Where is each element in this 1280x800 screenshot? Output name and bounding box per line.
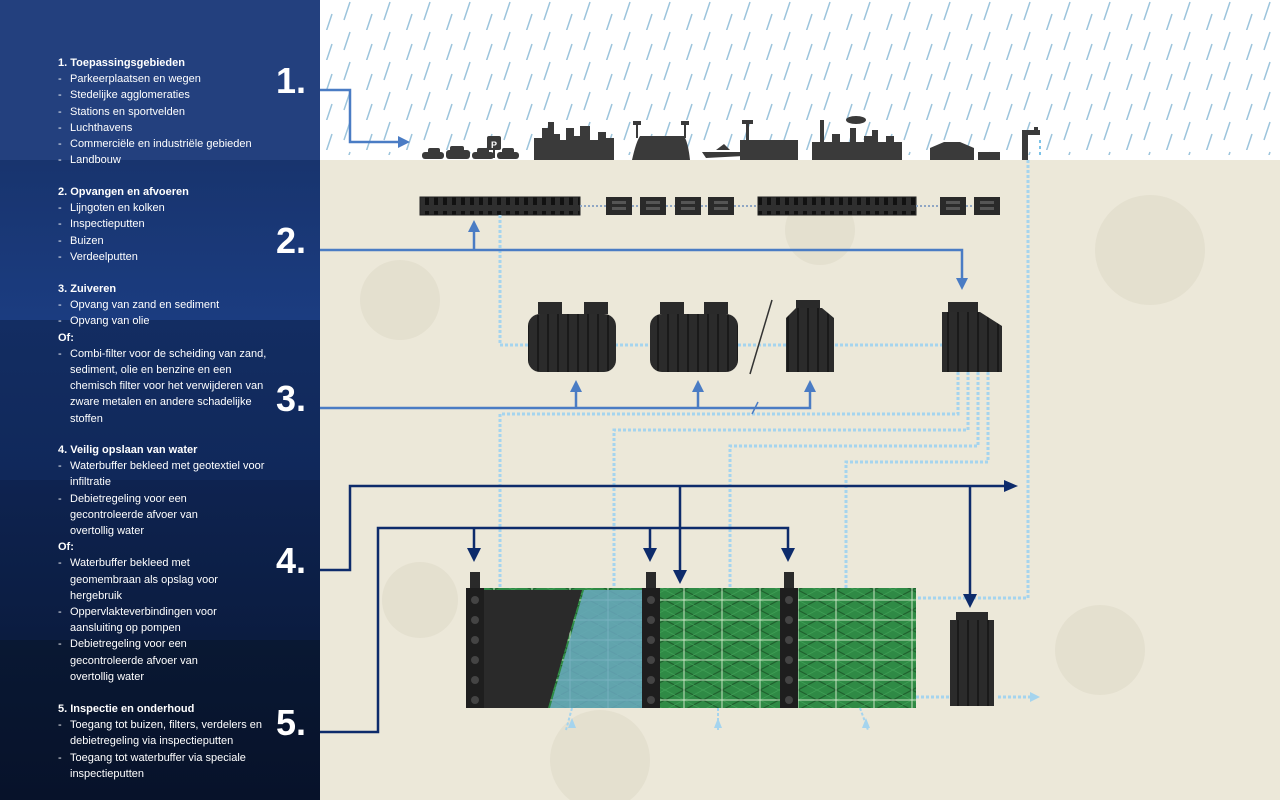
list-item: Stations en sportvelden xyxy=(58,104,318,120)
step-number-4: 4. xyxy=(276,540,307,581)
airport-icon xyxy=(702,120,798,160)
channel-drain xyxy=(757,196,917,216)
flow-lines-lower xyxy=(320,484,1006,734)
industry-icon xyxy=(812,120,902,160)
left-panel: 1. Toepassingsgebieden Parkeerplaatsen e… xyxy=(0,0,320,800)
section-5: 5. Inspectie en onderhoud Toegang tot bu… xyxy=(58,701,318,782)
inspection-riser xyxy=(784,572,794,588)
section-1: 1. Toepassingsgebieden Parkeerplaatsen e… xyxy=(58,55,318,169)
geotextile xyxy=(550,590,642,708)
combi-filter xyxy=(786,300,834,372)
list-item: Opvang van zand en sediment xyxy=(58,297,318,313)
parking-sign-icon xyxy=(487,136,501,158)
list-item: Combi-filter voor de scheiding van zand,… xyxy=(58,346,270,427)
car-icon xyxy=(422,148,444,159)
geomembrane xyxy=(484,590,582,708)
oil-separator xyxy=(650,302,738,372)
drain-row xyxy=(419,196,1000,216)
skyline xyxy=(422,116,1040,160)
list-item: Oppervlakteverbindingen voor aansluiting… xyxy=(58,604,250,636)
car-icon xyxy=(446,146,470,159)
or-label: Of: xyxy=(58,331,74,344)
list-item: Waterbuffer bekleed met geomembraan als … xyxy=(58,555,250,604)
section-4: 4. Veilig opslaan van water Waterbuffer … xyxy=(58,442,318,685)
sand-trap xyxy=(528,302,616,372)
or-label: Of: xyxy=(58,541,74,554)
list-item: Waterbuffer bekleed met geotextiel voor … xyxy=(58,458,275,490)
step-number-2: 2. xyxy=(276,220,307,261)
list-item: Toegang tot buizen, filters, verdelers e… xyxy=(58,717,282,749)
section-5-title: 5. Inspectie en onderhoud xyxy=(58,703,195,715)
city-icon xyxy=(534,122,614,160)
distribution-chamber xyxy=(942,302,1002,372)
flow-lines-upper xyxy=(320,88,964,410)
step-number-1: 1. xyxy=(276,60,307,101)
section-4-title: 4. Veilig opslaan van water xyxy=(58,444,198,456)
rain-pattern xyxy=(320,0,1280,155)
water-buffer xyxy=(466,572,916,708)
list-item: Stedelijke agglomeraties xyxy=(58,87,318,103)
arrow-heads-upper xyxy=(398,136,968,392)
gully-box xyxy=(606,197,632,215)
stadium-icon xyxy=(632,136,690,160)
section-2: 2. Opvangen en afvoeren Lijngoten en kol… xyxy=(58,184,318,265)
list-item: Commerciële en industriële gebieden xyxy=(58,136,318,152)
list-item: Luchthavens xyxy=(58,120,318,136)
inspection-riser xyxy=(646,572,656,588)
section-3: 3. Zuiveren Opvang van zand en sediment … xyxy=(58,281,318,427)
gully-box xyxy=(640,197,666,215)
list-item: Opvang van olie xyxy=(58,313,318,329)
list-item: Inspectieputten xyxy=(58,216,318,232)
flow-control-chamber xyxy=(950,612,994,706)
gully-box xyxy=(708,197,734,215)
list-item: Debietregeling voor een gecontroleerde a… xyxy=(58,491,230,540)
step-number-5: 5. xyxy=(276,702,307,743)
section-2-title: 2. Opvangen en afvoeren xyxy=(58,186,189,198)
list-item: Verdeelputten xyxy=(58,249,318,265)
list-item: Buizen xyxy=(58,233,318,249)
gully-box xyxy=(940,197,966,215)
gully-box xyxy=(974,197,1000,215)
step-number-3: 3. xyxy=(276,378,307,419)
list-item: Parkeerplaatsen en wegen xyxy=(58,71,318,87)
water-pipes xyxy=(498,160,1030,699)
farm-icon xyxy=(930,142,974,160)
list-item: Toegang tot waterbuffer via speciale ins… xyxy=(58,750,275,782)
channel-drain xyxy=(419,196,581,216)
car-icon xyxy=(472,148,494,159)
arrow-heads-lower xyxy=(467,480,1018,608)
section-1-title: 1. Toepassingsgebieden xyxy=(58,57,185,69)
car-icon xyxy=(497,148,519,159)
section-3-title: 3. Zuiveren xyxy=(58,283,117,295)
list-item: Debietregeling voor een gecontroleerde a… xyxy=(58,636,235,685)
list-item: Lijngoten en kolken xyxy=(58,200,318,216)
tap-icon xyxy=(1022,127,1040,160)
parking-sign-label: P xyxy=(491,140,497,150)
gully-box xyxy=(675,197,701,215)
inspection-riser xyxy=(470,572,480,588)
list-item: Landbouw xyxy=(58,152,318,168)
